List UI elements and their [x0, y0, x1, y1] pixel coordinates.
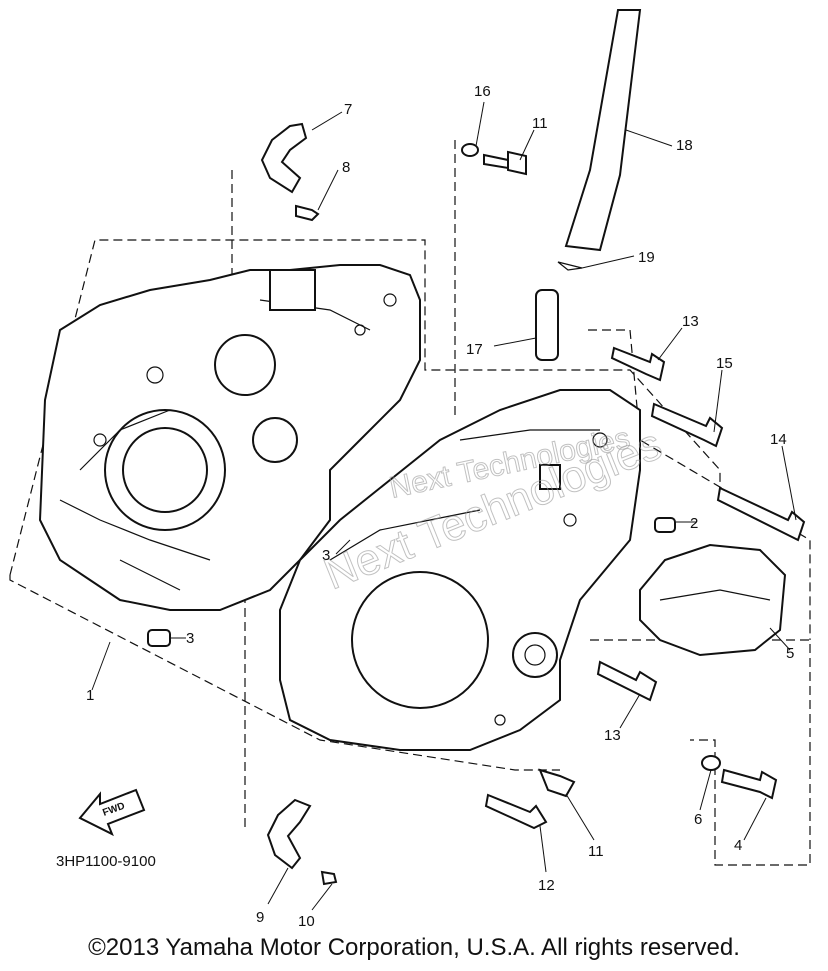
crankcase-exploded-diagram: FWD Next Technologies Next Technologies … — [9, 9, 811, 930]
part-label-3-center: 3 — [322, 547, 330, 564]
part-label-14: 14 — [770, 431, 787, 448]
part-9-clip — [266, 798, 312, 870]
forward-arrow-icon: FWD — [78, 788, 146, 837]
part-label-7: 7 — [344, 101, 352, 118]
part-label-9: 9 — [256, 909, 264, 926]
part-4-bolt — [720, 768, 778, 800]
part-label-1: 1 — [86, 687, 94, 704]
part-18-hose — [564, 9, 642, 252]
part-label-3-left: 3 — [186, 630, 194, 647]
part-label-10: 10 — [298, 913, 315, 930]
leader-lines — [91, 101, 797, 911]
part-label-12: 12 — [538, 877, 555, 894]
part-11-bolt-upper — [483, 150, 527, 176]
right-cover-group-box — [588, 329, 811, 640]
part-5-cover — [639, 543, 787, 657]
part-label-16: 16 — [474, 83, 491, 100]
part-label-11-lower: 11 — [588, 843, 604, 860]
left-crankcase-group-box — [9, 239, 721, 576]
part-label-19: 19 — [638, 249, 655, 266]
bolts — [295, 150, 806, 886]
part-11-bolt-lower — [538, 768, 576, 798]
part-label-13-upper: 13 — [682, 313, 699, 330]
part-15-bolt — [650, 402, 724, 448]
part-label-5: 5 — [786, 645, 794, 662]
part-label-18: 18 — [676, 137, 693, 154]
part-label-2: 2 — [690, 515, 698, 532]
part-12-bolt — [484, 793, 548, 830]
part-label-6: 6 — [694, 811, 702, 828]
part-17-fitting — [535, 289, 559, 361]
right-crankcase-half — [279, 389, 641, 751]
copyright-notice: ©2013 Yamaha Motor Corporation, U.S.A. A… — [88, 934, 740, 961]
part-3-dowel — [147, 629, 171, 647]
part-label-15: 15 — [716, 355, 733, 372]
diagram-code: 3HP1100-9100 — [56, 853, 156, 870]
part-13-bolt-lower — [596, 660, 658, 702]
part-13-bolt-upper — [610, 346, 666, 382]
part-8-bolt — [295, 204, 320, 222]
left-crankcase-half — [38, 264, 421, 611]
part-label-13-lower: 13 — [604, 727, 621, 744]
left-crankcase-group-box-lower — [9, 575, 560, 771]
part-label-4: 4 — [734, 837, 742, 854]
part-label-11-upper: 11 — [532, 115, 548, 132]
bolt-group-box — [590, 639, 811, 866]
part-label-17: 17 — [466, 341, 483, 358]
part-7-clip — [260, 122, 308, 194]
part-16-washer — [461, 143, 479, 157]
part-label-8: 8 — [342, 159, 350, 176]
part-10-bolt — [320, 870, 338, 886]
part-6-washer — [701, 755, 721, 771]
part-14-bolt — [716, 486, 806, 542]
part-19-clip — [557, 261, 583, 271]
part-2-dowel — [654, 517, 676, 533]
